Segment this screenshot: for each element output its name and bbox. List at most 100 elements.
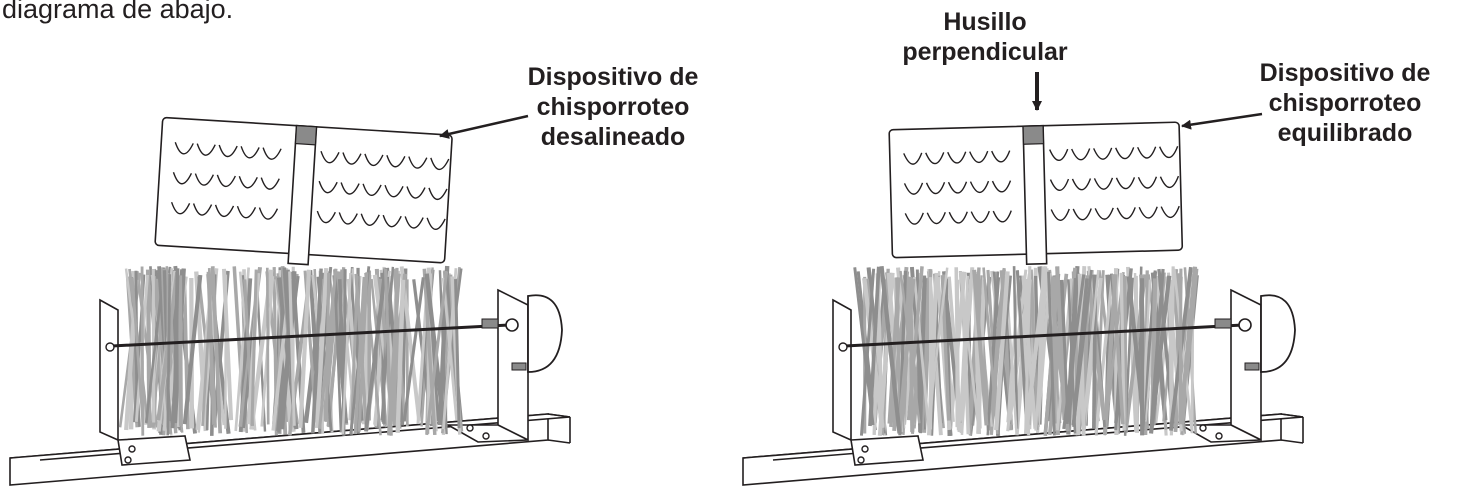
right-callout-arrow (1181, 112, 1263, 130)
motor-knob (1260, 294, 1296, 373)
spindle-post (1022, 124, 1048, 266)
spindle-wire (111, 323, 511, 348)
scallop (926, 212, 946, 225)
intro-text: diagrama de abajo. (2, 0, 234, 24)
spindle-wire (844, 323, 1244, 348)
motor-knob (527, 294, 563, 373)
spindle-top-block (294, 125, 318, 146)
scallop (430, 157, 450, 171)
scallop (1159, 145, 1179, 159)
scallop (216, 174, 236, 188)
scallop (362, 183, 382, 197)
scallop (1115, 177, 1136, 190)
scallop (903, 182, 924, 195)
scallop (1093, 147, 1113, 160)
scallop (338, 212, 358, 225)
scallop (903, 152, 923, 165)
scallop (238, 176, 258, 189)
scallop (260, 177, 280, 190)
scallop (1072, 208, 1092, 221)
left-bracket-foot (850, 435, 924, 466)
scallop (382, 214, 402, 228)
left-callout-line-3: desalineado (540, 123, 686, 151)
scallop (316, 210, 336, 224)
scallop (947, 181, 968, 194)
scallop (428, 187, 448, 201)
scallop (969, 150, 989, 164)
left-callout-arrow (439, 114, 529, 139)
scallop (991, 150, 1011, 163)
scallop (214, 204, 235, 218)
scallop (360, 213, 380, 226)
scallop (426, 217, 446, 231)
right-callout-line-3: equilibrado (1277, 119, 1413, 147)
spindle-label: Husillo perpendicular (880, 7, 1090, 67)
left-callout-line-2: chisporroteo (536, 93, 690, 121)
left-brush-assembly (9, 116, 571, 486)
left-callout-label: Dispositivo de chisporroteo desalineado (488, 62, 738, 152)
scallop (174, 142, 194, 155)
scallop (925, 152, 945, 165)
scallop (969, 180, 990, 194)
scallop (384, 184, 404, 198)
spindle-label-line-1: Husillo (943, 8, 1027, 36)
scallop (1137, 176, 1158, 189)
scallop (970, 210, 990, 224)
scallop (192, 203, 213, 216)
scallop (172, 171, 193, 185)
scallop (342, 152, 362, 165)
scallop (240, 146, 260, 159)
scallop (1159, 175, 1180, 189)
right-callout-label: Dispositivo de chisporroteo equilibrado (1220, 58, 1463, 148)
left-bracket (99, 298, 119, 442)
scallop (170, 201, 191, 215)
left-callout-line-1: Dispositivo de (527, 63, 699, 91)
scallop (1049, 178, 1070, 191)
scallop (404, 216, 424, 229)
spindle-clamp (481, 318, 499, 329)
scallop (218, 144, 238, 158)
scallop (1050, 208, 1070, 221)
left-bracket (832, 298, 852, 442)
scallop (318, 180, 338, 194)
spindle-top-block (1022, 125, 1045, 145)
scallop (262, 147, 282, 160)
scallop (194, 173, 215, 186)
screw (1244, 362, 1260, 371)
scallop (991, 180, 1012, 193)
right-brush-assembly (742, 121, 1304, 486)
scallop (1071, 178, 1092, 191)
scallop (1094, 207, 1114, 220)
scallop (1116, 207, 1136, 220)
scallop (196, 143, 216, 156)
scallop (1049, 148, 1069, 161)
scallop (925, 182, 946, 195)
scallop (904, 212, 924, 225)
scallop (1093, 177, 1114, 190)
left-bracket-foot (117, 435, 191, 466)
scallop (947, 151, 967, 164)
spindle-clamp (1214, 318, 1232, 329)
scallop (386, 154, 406, 168)
scallop (320, 150, 340, 164)
scallop (406, 186, 426, 199)
scallop (1071, 148, 1091, 161)
scallop (258, 207, 279, 220)
right-callout-line-2: chisporroteo (1268, 89, 1422, 117)
scallop (1137, 146, 1157, 159)
spinner-card (888, 121, 1184, 266)
screw (511, 362, 527, 371)
scallop (1138, 206, 1158, 219)
scallop (236, 205, 257, 219)
scallop (992, 210, 1012, 223)
scallop (340, 182, 360, 195)
spindle-label-line-2: perpendicular (902, 38, 1068, 66)
right-callout-line-1: Dispositivo de (1259, 59, 1431, 87)
scallop (364, 153, 384, 167)
scallop (1115, 147, 1135, 160)
scallop (1160, 205, 1180, 219)
scallop (948, 211, 968, 224)
scallop (408, 156, 428, 169)
